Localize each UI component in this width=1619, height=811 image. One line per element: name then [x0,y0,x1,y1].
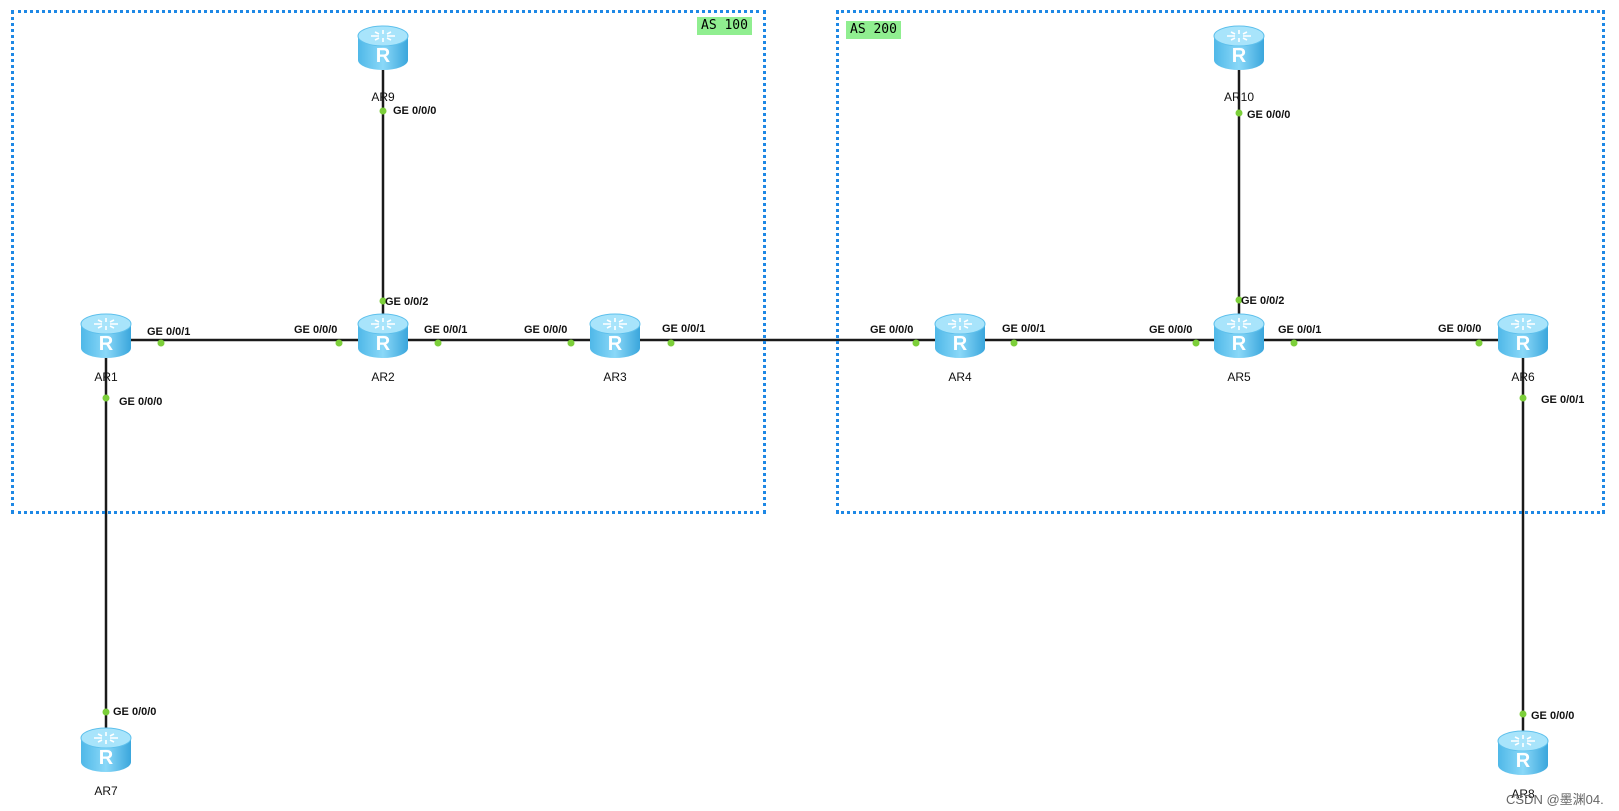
port-indicator [1290,339,1298,347]
svg-text:R: R [1516,750,1531,772]
port-indicator [434,339,442,347]
port-label-ar5: GE 0/0/1 [1278,324,1322,336]
port-indicator [1235,296,1243,304]
port-label-ar10: GE 0/0/0 [1247,109,1291,121]
port-indicator [1475,339,1483,347]
port-label-ar2: GE 0/0/1 [424,324,468,336]
router-name-ar2: AR2 [371,370,395,384]
router-name-ar1: AR1 [94,370,118,384]
port-label-ar7: GE 0/0/0 [113,706,157,718]
port-indicator [567,339,575,347]
port-label-ar4: GE 0/0/0 [870,324,914,336]
router-name-ar3: AR3 [603,370,627,384]
port-label-ar1: GE 0/0/0 [119,396,163,408]
port-indicator [379,107,387,115]
router-icon-ar3[interactable]: R [587,310,643,362]
router-name-ar8: AR8 [1511,787,1535,801]
router-icon-ar1[interactable]: R [78,310,134,362]
as-200-boundary [836,10,1605,514]
port-label-ar3: GE 0/0/0 [524,324,568,336]
router-icon-ar4[interactable]: R [932,310,988,362]
port-label-ar1: GE 0/0/1 [147,326,191,338]
port-indicator [1519,710,1527,718]
port-label-ar8: GE 0/0/0 [1531,710,1575,722]
port-indicator [102,394,110,402]
port-indicator [1235,109,1243,117]
port-label-ar3: GE 0/0/1 [662,323,706,335]
router-icon-ar5[interactable]: R [1211,310,1267,362]
port-indicator [157,339,165,347]
svg-text:R: R [376,333,391,355]
router-name-ar6: AR6 [1511,370,1535,384]
svg-text:R: R [99,333,114,355]
as-100-label: AS 100 [697,17,752,35]
port-indicator [102,708,110,716]
router-name-ar5: AR5 [1227,370,1251,384]
router-icon-ar2[interactable]: R [355,310,411,362]
svg-text:R: R [608,333,623,355]
port-label-ar6: GE 0/0/0 [1438,323,1482,335]
as-100-boundary [11,10,766,514]
port-label-ar5: GE 0/0/0 [1149,324,1193,336]
router-icon-ar6[interactable]: R [1495,310,1551,362]
svg-text:R: R [1232,333,1247,355]
port-indicator [912,339,920,347]
watermark-text: CSDN @墨渊04. [1506,792,1604,807]
as-200-label: AS 200 [846,21,901,39]
port-label-ar6: GE 0/0/1 [1541,394,1585,406]
router-icon-ar9[interactable]: R [355,22,411,74]
router-icon-ar7[interactable]: R [78,724,134,776]
svg-text:R: R [953,333,968,355]
port-label-ar2: GE 0/0/0 [294,324,338,336]
router-name-ar9: AR9 [371,90,395,104]
port-label-ar9: GE 0/0/0 [393,105,437,117]
port-label-ar2: GE 0/0/2 [385,296,429,308]
port-indicator [335,339,343,347]
port-label-ar4: GE 0/0/1 [1002,323,1046,335]
svg-text:R: R [1232,45,1247,67]
router-name-ar10: AR10 [1223,90,1255,104]
svg-text:R: R [1516,333,1531,355]
router-icon-ar8[interactable]: R [1495,727,1551,779]
port-indicator [379,297,387,305]
router-name-ar4: AR4 [948,370,972,384]
svg-text:R: R [376,45,391,67]
router-icon-ar10[interactable]: R [1211,22,1267,74]
port-indicator [1192,339,1200,347]
port-label-ar5: GE 0/0/2 [1241,295,1285,307]
port-indicator [667,339,675,347]
port-indicator [1519,394,1527,402]
port-indicator [1010,339,1018,347]
svg-text:R: R [99,747,114,769]
router-name-ar7: AR7 [94,784,118,798]
